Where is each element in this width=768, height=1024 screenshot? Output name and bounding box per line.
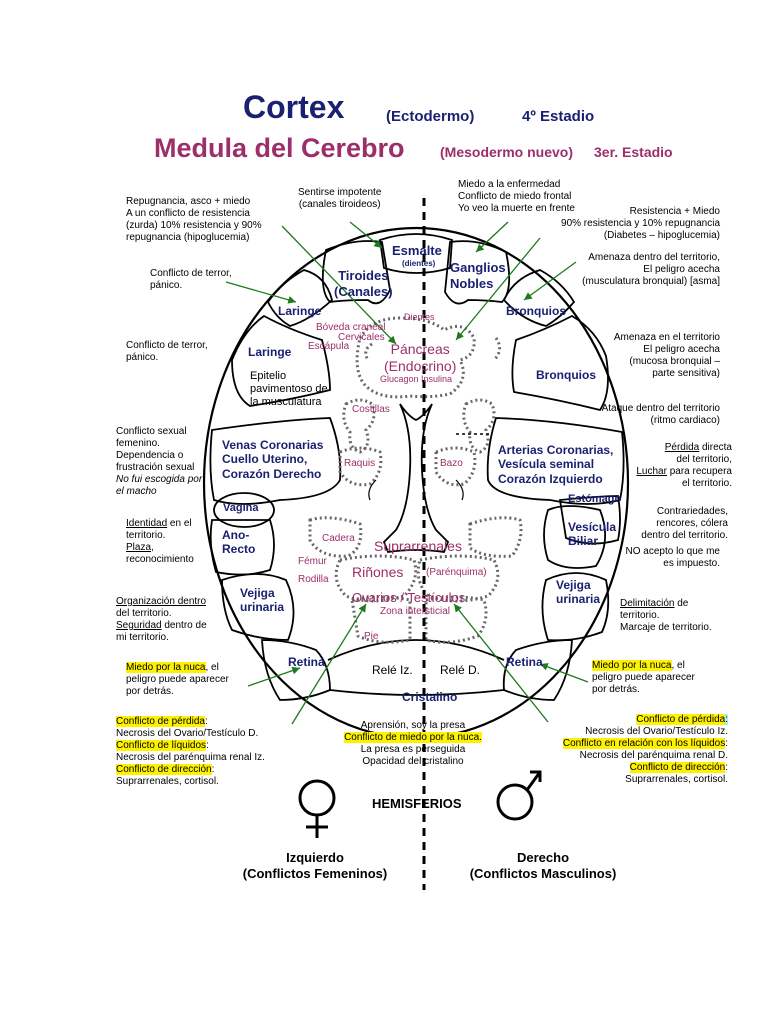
note-terror-1: Conflicto de terror,pánico. (150, 268, 232, 291)
label-bronquios-2: Bronquios (536, 368, 596, 382)
title-medula-stage: 3er. Estadio (594, 144, 673, 160)
note-conflictos-right: Conflicto de pérdida: Necrosis del Ovari… (562, 714, 728, 785)
medulla-dotted (308, 316, 523, 644)
label-bronquios-1: Bronquios (506, 304, 566, 318)
compartment-retina-r (502, 639, 573, 701)
label-escapula: Escápula (308, 341, 350, 352)
label-izquierdo: Izquierdo(Conflictos Femeninos) (242, 850, 388, 881)
compartment-laringe-1 (266, 269, 334, 327)
compartment-vejiga-r (541, 572, 610, 642)
label-derecho: Derecho(Conflictos Masculinos) (469, 850, 617, 881)
label-dientes-esmalte: (dientes) (402, 259, 436, 268)
title-cortex: Cortex (243, 89, 345, 125)
label-ano-recto: Ano-Recto (222, 528, 256, 557)
note-terror-2: Conflicto de terror,pánico. (126, 340, 208, 363)
label-hemisferios: HEMISFERIOS (372, 796, 462, 811)
label-zona-intersticial: Zona intersticial (380, 606, 451, 617)
note-organizacion: Organización dentro del territorio. Segu… (116, 596, 207, 643)
label-pancreas: Páncreas(Endocrino) (384, 341, 457, 374)
compartment-laringe-2 (231, 314, 331, 407)
compartment-estomago (558, 495, 621, 545)
label-pie: Pie (364, 631, 379, 642)
label-femur: Fémur (298, 556, 327, 567)
note-ataque: Ataque dentro del territorio(ritmo cardi… (601, 403, 720, 426)
label-vagina: Vagina (223, 502, 259, 514)
note-nuca-left: Miedo por la nuca, el peligro puede apar… (126, 662, 229, 697)
female-symbol (298, 779, 336, 838)
title-medula: Medula del Cerebro (154, 133, 405, 163)
note-perdida-territorio: Pérdida directa del territorio, Luchar p… (636, 442, 732, 489)
label-suprarrenales: Suprarrenales (374, 538, 462, 554)
title-cortex-stage: 4º Estadio (522, 108, 595, 125)
label-rele-d: Relé D. (440, 663, 481, 677)
note-amenaza-1: Amenaza dentro del territorio,El peligro… (582, 252, 720, 287)
label-rodilla: Rodilla (298, 574, 329, 585)
pointer-arrows (225, 221, 589, 725)
label-retina-left: Retina (288, 655, 325, 669)
note-delimitacion: Delimitación de territorio.Marcaje de te… (620, 598, 712, 633)
compartment-esmalte (379, 233, 453, 274)
compartment-vesicula (543, 505, 606, 569)
compartment-vejiga-l (221, 573, 295, 641)
label-ovarios: Ovarios / Testículos (352, 590, 466, 605)
label-estomago: Estómago (568, 493, 622, 505)
compartment-vagina (213, 492, 275, 528)
compartment-bronquios-2 (511, 314, 609, 412)
label-cervicales: Cervicales (338, 332, 385, 343)
label-boveda: Bóveda craneal (316, 322, 386, 333)
compartment-rele (327, 639, 505, 661)
compartment-bronquios-1 (502, 269, 576, 327)
label-glucagon: Glucagon Insulina (380, 374, 453, 384)
compartment-tiroides (321, 240, 391, 305)
label-tiroides: Tiroides(Canales) (334, 268, 393, 299)
label-rele-iz: Relé Iz. (372, 663, 413, 677)
label-bazo: Bazo (440, 458, 463, 469)
compartment-retina-l (261, 639, 331, 701)
label-rinones: Riñones (352, 564, 404, 580)
note-nuca-right: Miedo por la nuca, el peligro puede apar… (592, 660, 695, 695)
note-impotente: Sentirse impotente(canales tiroideos) (298, 187, 382, 210)
label-costillas: Costillas (352, 404, 390, 415)
compartment-ganglios (444, 240, 511, 305)
label-laringe-2: Laringe (248, 345, 292, 359)
label-parenquima: (Parénquima) (426, 567, 487, 578)
title-medula-sub: (Mesodermo nuevo) (440, 144, 574, 160)
compartment-cristalino (329, 689, 505, 696)
note-aprension: Aprensión, soy la presa Conflicto de mie… (344, 720, 482, 767)
male-symbol (496, 770, 542, 821)
label-laringe-1: Laringe (278, 304, 322, 318)
label-esmalte: Esmalte (392, 243, 442, 258)
label-cristalino: Cristalino (402, 690, 458, 704)
spinal-shape (382, 403, 450, 553)
label-cadera: Cadera (322, 533, 355, 544)
compartment-arterias (486, 417, 625, 505)
compartment-venas (209, 417, 342, 505)
label-retina-right: Retina (506, 655, 543, 669)
label-dientes-medula: Dientes (404, 312, 435, 322)
note-conflictos-left: Conflicto de pérdida: Necrosis del Ovari… (116, 716, 265, 787)
note-identidad: Identidad en el territorio. Plaza, recon… (126, 518, 194, 565)
title-cortex-sub: (Ectodermo) (386, 108, 475, 125)
label-raquis: Raquis (344, 458, 376, 469)
